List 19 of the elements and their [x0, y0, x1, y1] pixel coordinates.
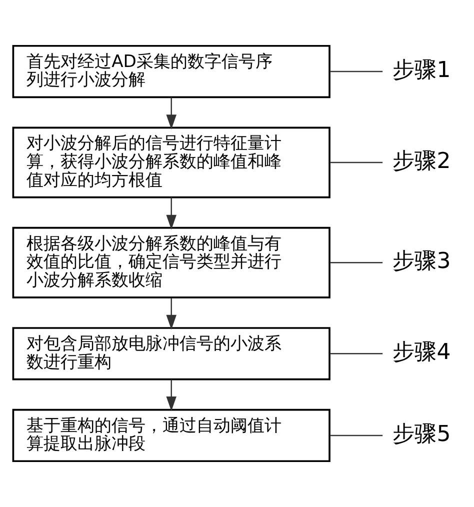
node-box: 对小波分解后的信号进行特征量计算，获得小波分解系数的峰值和峰值对应的均方根值: [12, 126, 330, 198]
arrow: [166, 298, 176, 330]
node-text: 步骤5: [392, 422, 451, 447]
node-box: 对包含局部放电脉冲信号的小波系数进行重构: [12, 327, 330, 380]
node-text: 步骤3: [392, 249, 451, 274]
connector: [330, 162, 383, 164]
connector: [330, 262, 383, 264]
arrow: [166, 97, 176, 130]
arrow: [166, 380, 176, 412]
connector: [330, 434, 383, 436]
node-text: 步骤4: [392, 340, 451, 366]
node-text: 步骤2: [392, 148, 451, 174]
arrow: [166, 197, 176, 230]
node-text: 步骤1: [392, 58, 451, 83]
connector: [330, 353, 383, 354]
node-box: 基于重构的信号，通过自动阈值计算提取出脉冲段: [12, 408, 330, 462]
node-box: 根据各级小波分解系数的峰值与有效值的比值，确定信号类型并进行小波分解系数收缩: [12, 226, 330, 298]
node-box: 首先对经过AD采集的数字信号序列进行小波分解: [12, 44, 330, 98]
connector: [330, 70, 383, 72]
